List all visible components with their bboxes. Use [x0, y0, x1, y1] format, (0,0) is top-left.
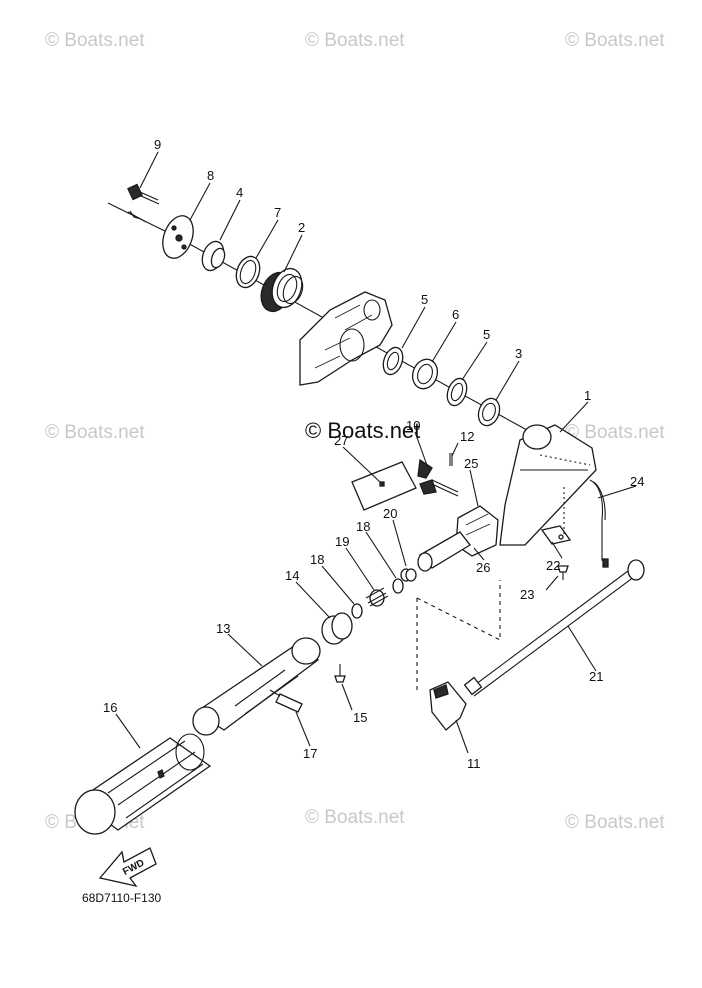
fwd-arrow-icon: FWD — [98, 847, 157, 888]
callout-22: 22 — [546, 558, 560, 573]
callout-5: 5 — [421, 292, 428, 307]
watermark: © Boats.net — [305, 807, 405, 828]
callout-24: 24 — [630, 474, 644, 489]
part-plate-8 — [162, 215, 194, 259]
part-ring-6 — [411, 358, 439, 390]
callout-26: 26 — [476, 560, 490, 575]
callout-20: 20 — [383, 506, 397, 521]
part-washer-5 — [382, 346, 404, 376]
callout-10: 10 — [406, 418, 420, 433]
callout-3: 3 — [515, 346, 522, 361]
callout-21: 21 — [589, 669, 603, 684]
part-wing-bolt-10 — [417, 458, 459, 497]
part-lead-24 — [589, 479, 609, 568]
part-20 — [400, 568, 417, 582]
callout-4: 4 — [236, 185, 243, 200]
part-washer-18 — [351, 603, 363, 619]
callout-labels: 9 8 4 7 2 5 6 5 3 1 10 12 27 25 24 20 18… — [103, 137, 644, 771]
callout-9: 9 — [154, 137, 161, 152]
callout-2: 2 — [298, 220, 305, 235]
watermark: © Boats.net — [565, 30, 665, 51]
watermark: © Boats.net — [565, 812, 665, 833]
callout-12: 12 — [460, 429, 474, 444]
part-collar-26 — [417, 531, 471, 572]
watermark: © Boats.net — [565, 422, 665, 443]
callout-6: 6 — [452, 307, 459, 322]
part-pin-12 — [449, 453, 453, 466]
part-washer-18 — [392, 578, 404, 594]
callout-14: 14 — [285, 568, 299, 583]
part-tiller-bracket-1 — [499, 424, 597, 546]
callout-7: 7 — [274, 205, 281, 220]
part-spring-19 — [365, 587, 389, 607]
part-pulley-2 — [260, 267, 304, 313]
watermark: © Boats.net — [305, 30, 405, 51]
part-label-27 — [351, 461, 417, 511]
watermark-layer: © Boats.net © Boats.net © Boats.net © Bo… — [45, 30, 665, 833]
leader-lines — [115, 151, 637, 754]
callout-18: 18 — [310, 552, 324, 567]
callout-8: 8 — [207, 168, 214, 183]
part-bolt-9 — [127, 183, 160, 205]
callout-13: 13 — [216, 621, 230, 636]
part-screw-17 — [269, 689, 303, 713]
part-plate-22 — [540, 487, 572, 545]
callout-25: 25 — [464, 456, 478, 471]
callout-23: 23 — [520, 587, 534, 602]
part-bushing-4 — [201, 240, 226, 272]
watermark: © Boats.net — [45, 30, 145, 51]
watermark-center: © Boats.net — [305, 418, 420, 443]
engine-bracket-outline — [299, 291, 393, 386]
callout-18: 18 — [356, 519, 370, 534]
diagram-part-code: 68D7110-F130 — [82, 891, 161, 905]
callout-17: 17 — [303, 746, 317, 761]
callout-27: 27 — [334, 433, 348, 448]
part-grip-end-14 — [321, 612, 353, 645]
part-throttle-tube-13 — [192, 637, 321, 736]
callout-5: 5 — [483, 327, 490, 342]
part-screw-15 — [334, 664, 346, 683]
part-grip-16 — [74, 733, 212, 835]
part-clamp-11 — [429, 681, 467, 731]
watermark: © Boats.net — [45, 422, 145, 443]
callout-1: 1 — [584, 388, 591, 403]
callout-19: 19 — [335, 534, 349, 549]
callout-11: 11 — [467, 756, 481, 771]
dashed-guides — [416, 580, 501, 690]
callout-16: 16 — [103, 700, 117, 715]
part-bushing-3 — [477, 397, 501, 427]
part-oring-7 — [235, 255, 261, 289]
callout-15: 15 — [353, 710, 367, 725]
part-rod-21 — [463, 559, 645, 697]
part-washer-5 — [446, 377, 468, 407]
part-screw-23 — [557, 565, 569, 580]
